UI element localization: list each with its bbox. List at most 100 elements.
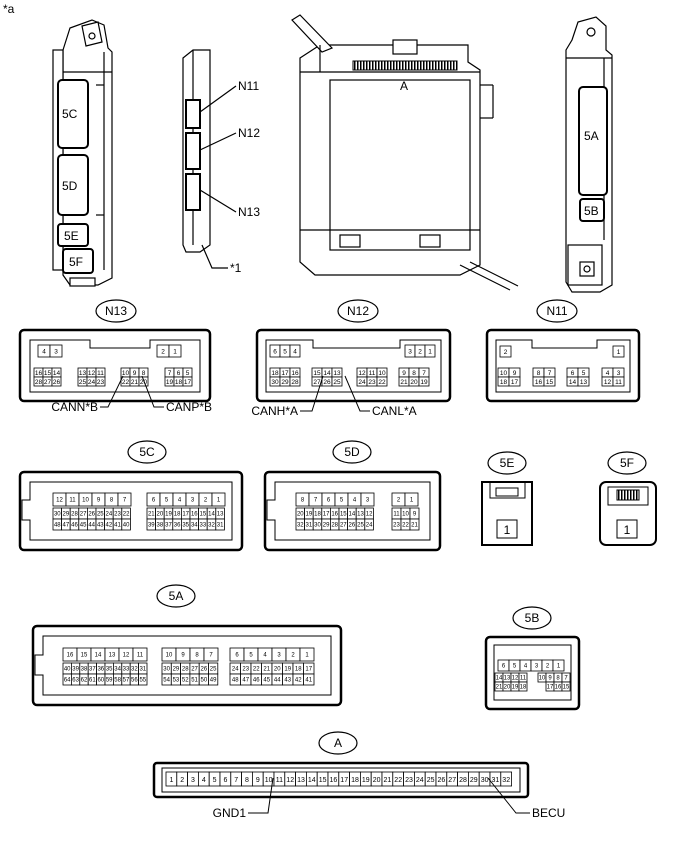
connector-N13 <box>18 328 212 403</box>
pin-label: 12 <box>123 653 130 659</box>
pin-label: 20 <box>157 512 164 518</box>
pin-label: 48 <box>54 523 61 529</box>
pin-label: 15 <box>313 370 321 377</box>
pin-label: 7 <box>123 498 127 504</box>
pin-label: 20 <box>297 512 304 518</box>
pin-label: 3 <box>54 348 58 355</box>
pin-label: 1 <box>557 664 561 670</box>
pin-label: 22 <box>253 667 260 673</box>
pin-cell <box>612 345 625 358</box>
pin-label: 9 <box>513 370 517 377</box>
label-N11: N11 <box>238 79 259 93</box>
pin-label: 1 <box>410 498 414 504</box>
pin-label: 28 <box>71 512 78 518</box>
pin-label: 5 <box>186 370 190 377</box>
pin-label: 19 <box>306 512 313 518</box>
pin-label: 8 <box>412 370 416 377</box>
pin-label: 31 <box>306 523 313 529</box>
pin-label: 10 <box>500 370 508 377</box>
pin-label: 19 <box>362 777 370 784</box>
pin-label: 4 <box>178 498 182 504</box>
pin-label: 10 <box>402 512 409 518</box>
pin-label: 55 <box>139 678 146 684</box>
callout-CANH-A: CANH*A <box>251 404 298 418</box>
pin-label: 41 <box>114 523 121 529</box>
pin-label: 11 <box>69 498 76 504</box>
pin-label: 10 <box>82 498 89 504</box>
pin-label: 5 <box>340 498 344 504</box>
pin-label: 26 <box>201 667 208 673</box>
pin-label: 10 <box>378 370 386 377</box>
bubble-5F <box>607 451 647 475</box>
pin-label: 17 <box>511 379 519 386</box>
pin-label: 56 <box>131 678 138 684</box>
pin-label: 31 <box>139 667 146 673</box>
leader-CANL-A <box>344 375 370 412</box>
pin-label: 12 <box>286 777 294 784</box>
pin-cell <box>289 376 301 387</box>
pin-label: 15 <box>44 370 52 377</box>
pin-label: 26 <box>53 379 61 386</box>
pin-label: 4 <box>524 664 528 670</box>
connector-N11 <box>485 328 641 403</box>
pin-label: 24 <box>88 379 96 386</box>
pin-label: 2 <box>397 498 401 504</box>
callout-CANP-B: CANP*B <box>166 400 212 414</box>
pin-cell <box>409 518 420 531</box>
pin-label: 7 <box>234 777 238 784</box>
pin-label: 21 <box>131 379 139 386</box>
pin-label: 60 <box>97 678 104 684</box>
pin-label: 29 <box>63 512 70 518</box>
pin-label: 11 <box>393 512 400 518</box>
pin-label: 44 <box>88 523 95 529</box>
pin-label: 8 <box>142 370 146 377</box>
pin-cell <box>49 344 63 358</box>
pin-cell <box>499 345 512 358</box>
pin-label: 14 <box>208 512 215 518</box>
pin-label: 10 <box>166 653 173 659</box>
pin-label: 23 <box>405 777 413 784</box>
pin-label: 13 <box>297 777 305 784</box>
pin-label: 53 <box>173 678 180 684</box>
pin-label: 19 <box>512 685 519 691</box>
pin-label: 5 <box>513 664 517 670</box>
pin-cell <box>203 647 219 662</box>
pin-label: 9 <box>413 512 417 518</box>
pin-label: 10 <box>539 676 546 682</box>
pin-label: 15 <box>319 777 327 784</box>
pin-label: 10 <box>265 777 273 784</box>
title-N13: N13 <box>105 304 127 318</box>
pin-label: 5 <box>213 777 217 784</box>
pin-label: 31 <box>217 523 224 529</box>
pin-cell <box>518 681 528 692</box>
bubble-5E <box>487 451 527 475</box>
pin-cell <box>508 376 521 387</box>
pin-label: 58 <box>114 678 121 684</box>
pin-label: 4 <box>42 348 46 355</box>
pin-label: 17 <box>340 777 348 784</box>
pin-label: 5 <box>582 370 586 377</box>
pin-label: 19 <box>284 667 291 673</box>
pin-label: 18 <box>175 379 183 386</box>
pin-label: 46 <box>253 678 260 684</box>
pin-label: 19 <box>166 379 174 386</box>
pin-label: 6 <box>235 653 239 659</box>
label-5F: 5F <box>69 255 83 269</box>
pin-label: 26 <box>323 379 331 386</box>
right-side-view <box>565 16 613 293</box>
pin-label: 34 <box>191 523 198 529</box>
pin-label: 51 <box>191 678 198 684</box>
pin-label: 37 <box>89 667 96 673</box>
pin-label: 63 <box>72 678 79 684</box>
pin-label: 11 <box>97 370 104 377</box>
pin-label: 45 <box>263 678 270 684</box>
pin-label: 30 <box>481 777 489 784</box>
title-N11: N11 <box>546 304 567 318</box>
connector-5F <box>599 481 657 546</box>
pin-label: 20 <box>504 685 511 691</box>
pin-label: 6 <box>177 370 181 377</box>
callout-BECU: BECU <box>532 806 565 820</box>
pin-cell <box>500 771 512 787</box>
